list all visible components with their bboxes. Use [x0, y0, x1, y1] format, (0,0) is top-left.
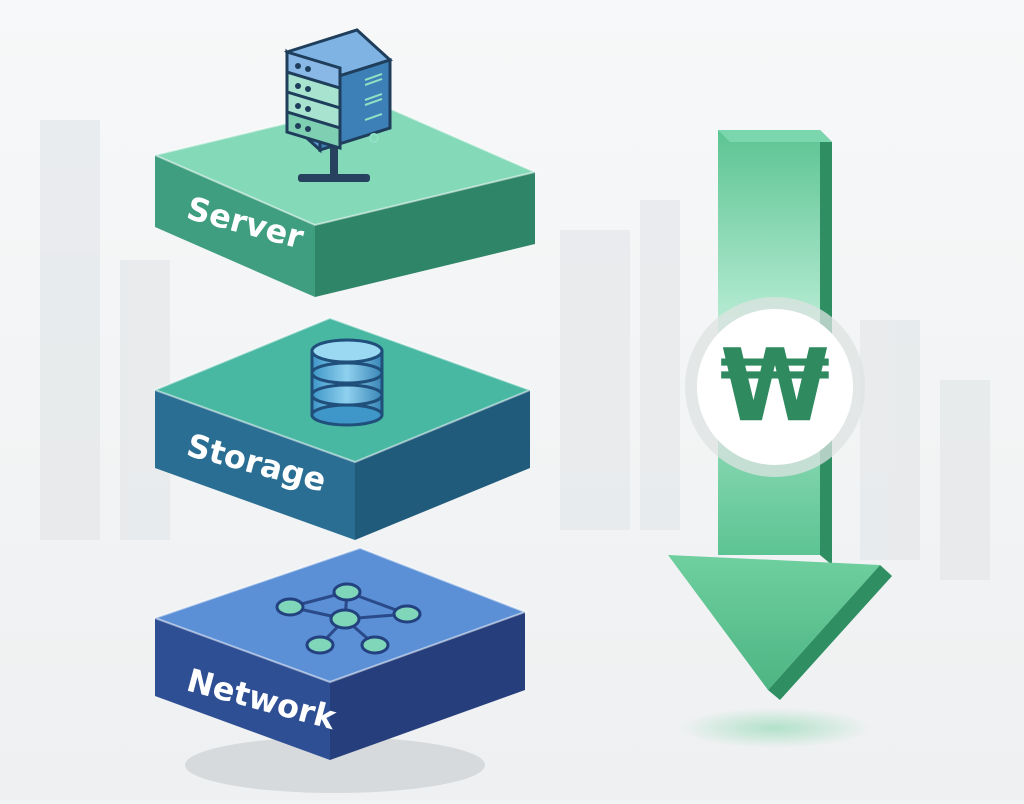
storage-slab-right-face [355, 390, 530, 540]
won-currency-badge: ₩ [685, 297, 865, 477]
arrow-head-side [768, 565, 892, 700]
arrow-shaft-top [718, 130, 832, 142]
server-slab-right-face [315, 172, 535, 297]
server-icon [284, 28, 393, 182]
layer-network: Network [152, 546, 528, 760]
background-city-silhouette [40, 120, 990, 580]
network-slab-right-face [330, 612, 525, 760]
storage-slab-left-face [155, 390, 355, 540]
arrow-head [668, 555, 880, 690]
layer-server: Server [151, 28, 539, 297]
network-slab-left-face [155, 618, 330, 760]
network-icon [275, 582, 422, 655]
arrow-glow [680, 708, 870, 748]
stack-shadow [185, 737, 485, 793]
layer-storage: Storage [152, 316, 533, 540]
won-symbol: ₩ [720, 327, 830, 444]
server-slab-left-face [155, 155, 315, 297]
database-icon [310, 338, 384, 427]
